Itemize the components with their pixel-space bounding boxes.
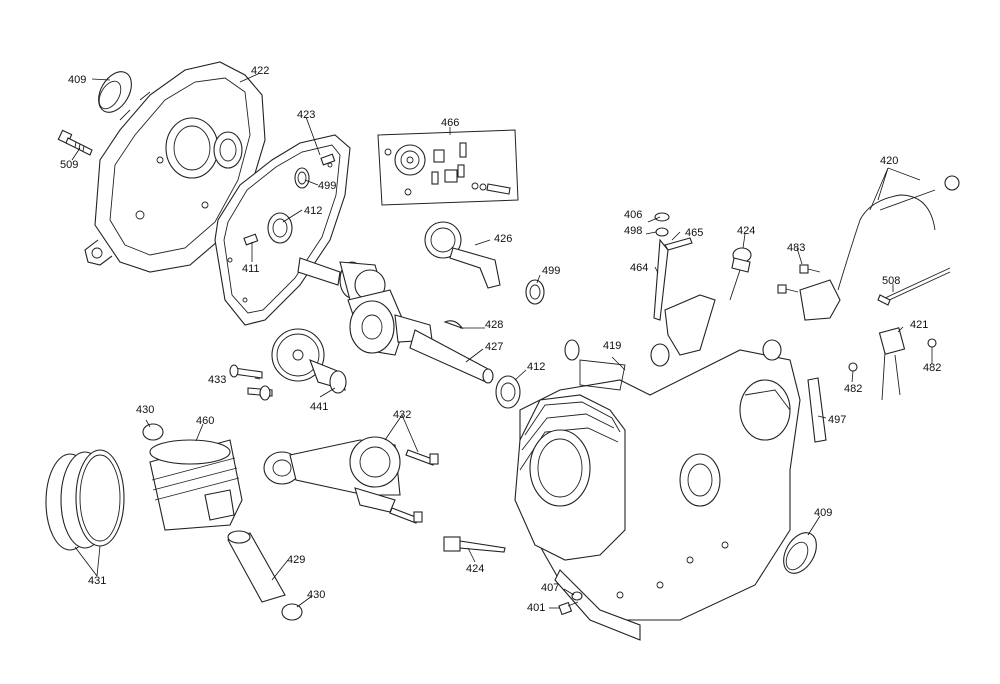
callout-465: 465 <box>685 227 703 239</box>
callout-424-lower: 424 <box>466 563 484 575</box>
seal-499-lower <box>525 279 545 305</box>
callout-412-upper: 412 <box>304 205 322 217</box>
camshaft <box>271 328 347 394</box>
callout-497: 497 <box>828 414 846 426</box>
callout-412-lower: 412 <box>527 361 545 373</box>
crankshaft <box>297 257 494 384</box>
callout-401: 401 <box>527 602 545 614</box>
connecting-rod <box>263 436 401 513</box>
piston <box>149 439 243 531</box>
callout-419: 419 <box>603 340 621 352</box>
engine-block <box>514 294 801 641</box>
callout-441: 441 <box>310 401 328 413</box>
piston-pin <box>227 530 286 603</box>
callout-409-right: 409 <box>814 507 832 519</box>
callout-460: 460 <box>196 415 214 427</box>
callout-509: 509 <box>60 159 78 171</box>
callout-423: 423 <box>297 109 315 121</box>
callout-409-top: 409 <box>68 74 86 86</box>
callout-428: 428 <box>485 319 503 331</box>
seal-499-upper <box>294 167 310 189</box>
callout-420: 420 <box>880 155 898 167</box>
oil-seal-top <box>98 71 132 113</box>
callout-433: 433 <box>208 374 226 386</box>
callout-431: 431 <box>88 575 106 587</box>
woodruff-key <box>443 320 464 330</box>
callout-406: 406 <box>624 209 642 221</box>
callout-508: 508 <box>882 275 900 287</box>
piston-rings <box>45 449 125 551</box>
callout-464: 464 <box>630 262 648 274</box>
callout-labels: 409 422 509 423 499 412 411 466 426 499 … <box>60 65 941 614</box>
callout-432: 432 <box>393 409 411 421</box>
circlip-lower <box>281 603 303 621</box>
wire-harness <box>877 267 951 306</box>
bolt-483 <box>777 264 821 294</box>
stud-497 <box>807 377 827 443</box>
callout-499-upper: 499 <box>318 180 336 192</box>
callout-482-right: 482 <box>923 362 941 374</box>
callout-411: 411 <box>242 263 260 275</box>
governor-assembly-box <box>377 129 519 206</box>
rod-bolts <box>389 449 439 524</box>
callout-466: 466 <box>441 117 459 129</box>
callout-499-lower: 499 <box>542 265 560 277</box>
callout-407: 407 <box>541 582 559 594</box>
leader-lines <box>71 73 933 609</box>
oil-dipstick-upper <box>729 247 752 301</box>
valve-tappets <box>229 364 273 401</box>
callout-426: 426 <box>494 233 512 245</box>
callout-424-upper: 424 <box>737 225 755 237</box>
oil-seal-right <box>783 532 817 574</box>
dowel-pin-upper <box>320 153 336 166</box>
callout-482-left: 482 <box>844 383 862 395</box>
callout-429: 429 <box>287 554 305 566</box>
callout-498: 498 <box>624 225 642 237</box>
bolt-509 <box>57 129 93 156</box>
callout-421: 421 <box>910 319 928 331</box>
callout-483: 483 <box>787 242 805 254</box>
oil-dipstick-lower <box>443 536 506 553</box>
callout-430-lower: 430 <box>307 589 325 601</box>
callout-430-upper: 430 <box>136 404 154 416</box>
governor-gear <box>424 221 501 289</box>
callout-422: 422 <box>251 65 269 77</box>
callout-427: 427 <box>485 341 503 353</box>
bearing-412-lower <box>495 375 521 409</box>
ignition-coil <box>799 175 960 321</box>
governor-arm <box>653 212 693 321</box>
bearing-412-upper <box>267 212 293 244</box>
drain-bolt <box>558 591 583 616</box>
circlip-upper <box>142 423 164 441</box>
oil-sensor <box>878 327 906 401</box>
